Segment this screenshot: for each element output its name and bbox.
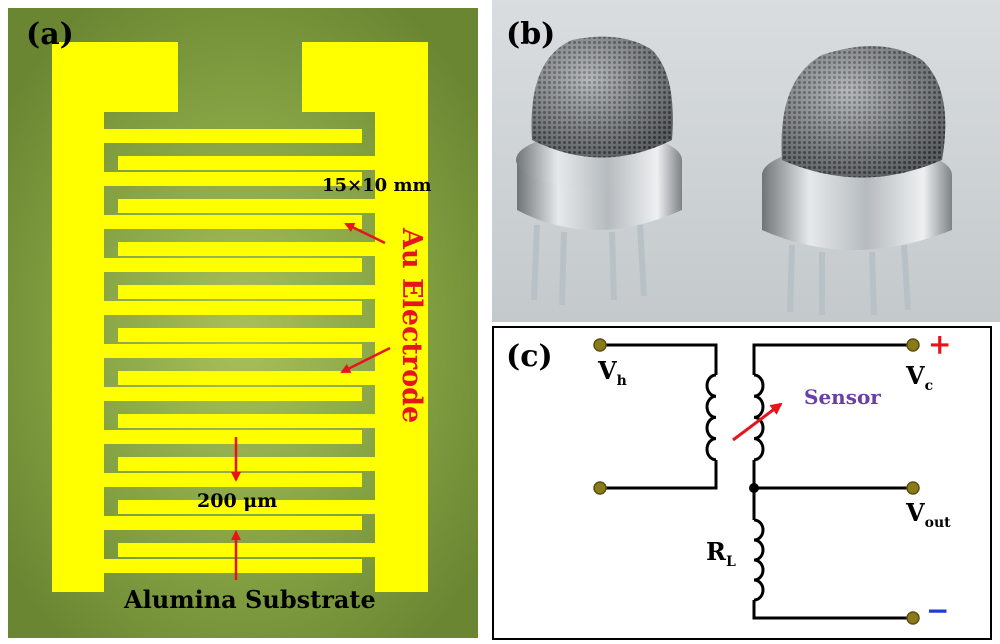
vh-label: Vh [597, 356, 627, 389]
heater-coil [705, 373, 717, 462]
electrode-arrow-upper [344, 222, 386, 245]
terminals [593, 338, 920, 625]
right-finger [118, 199, 375, 213]
right-finger [118, 543, 375, 557]
sensor-label: Sensor [804, 385, 881, 409]
junction-node [749, 483, 759, 493]
left-finger [104, 172, 362, 186]
left-finger [104, 215, 362, 229]
left-finger [104, 559, 362, 573]
panel-c-label: (c) [506, 339, 553, 374]
left-finger [104, 301, 362, 315]
vout-label: Vout [905, 498, 951, 531]
measurement-circuit: (c) Vh Vc Vout RL Sensor + − [506, 328, 951, 627]
left-finger [104, 430, 362, 444]
right-finger [118, 414, 375, 428]
substrate-label: Alumina Substrate [123, 585, 376, 614]
electrode-diagram: (a) 15×10 mm Au Electrode 200 μm Alumina… [8, 8, 478, 638]
right-finger [118, 156, 375, 170]
right-finger [118, 285, 375, 299]
gap-label: 200 μm [197, 490, 277, 512]
panel-b-label: (b) [506, 17, 555, 52]
right-finger [118, 371, 375, 385]
minus-sign: − [926, 594, 949, 627]
panel-a-electrode-schematic: (a) 15×10 mm Au Electrode 200 μm Alumina… [0, 0, 485, 644]
panel-b-sensor-photo: (b) [492, 0, 1000, 322]
left-finger [104, 473, 362, 487]
sensor-arrow [732, 402, 783, 442]
right-finger [118, 328, 375, 342]
dimension-label: 15×10 mm [322, 175, 432, 196]
sensor-coil [753, 373, 765, 462]
left-finger [104, 129, 362, 143]
vc-label: Vc [905, 361, 933, 394]
right-bus-bar [375, 42, 428, 592]
sensor-right [762, 46, 952, 316]
rl-label: RL [706, 537, 736, 570]
gas-sensor-photo: (b) [492, 0, 1000, 322]
right-finger [118, 457, 375, 471]
au-electrode-label: Au Electrode [396, 227, 427, 423]
au-electrode-pattern [52, 42, 428, 592]
right-finger [118, 500, 375, 514]
sensor-left [516, 36, 682, 306]
left-finger [104, 258, 362, 272]
electrode-arrow-lower [340, 346, 391, 374]
load-resistor-coil [753, 518, 765, 602]
circuit-wires [604, 343, 909, 620]
panel-c-circuit: (c) Vh Vc Vout RL Sensor + − [492, 326, 992, 640]
right-finger [118, 242, 375, 256]
left-finger [104, 387, 362, 401]
left-finger [104, 516, 362, 530]
left-finger [104, 344, 362, 358]
left-bus-bar [52, 42, 104, 592]
panel-a-label: (a) [26, 17, 74, 52]
plus-sign: + [928, 328, 951, 361]
